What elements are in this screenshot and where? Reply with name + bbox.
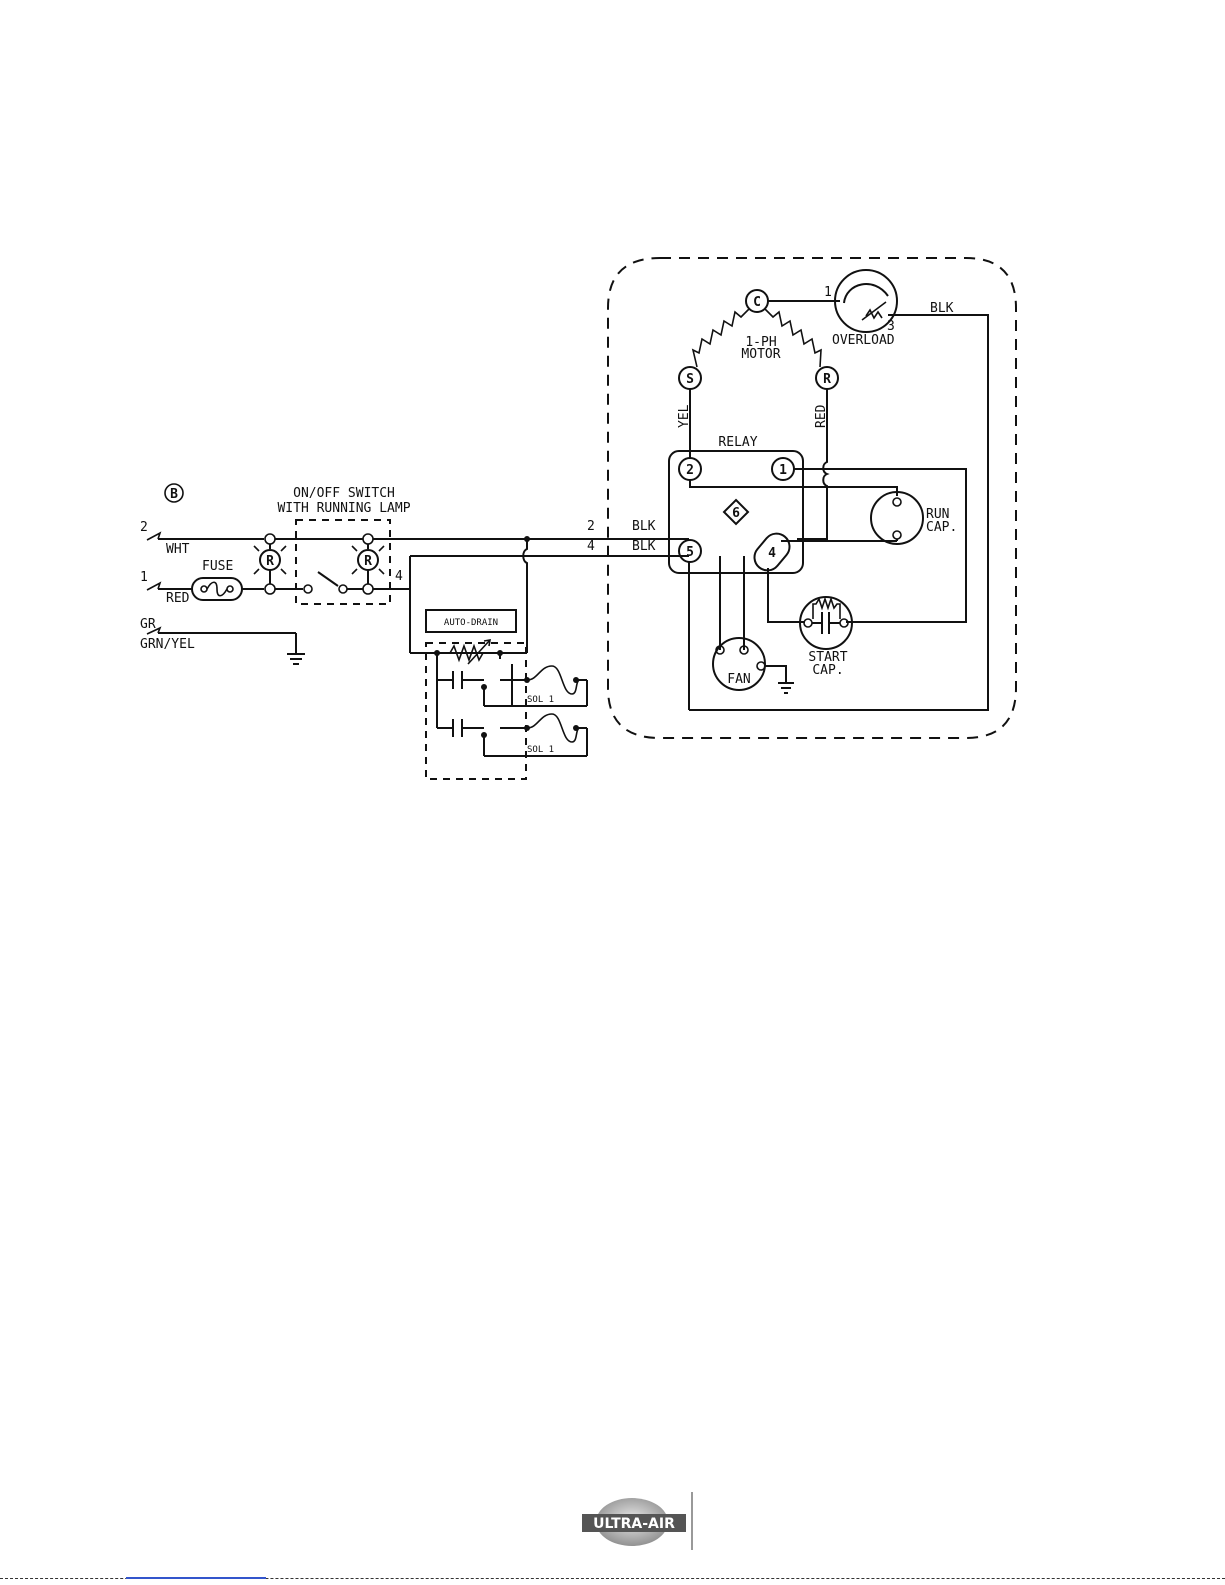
overload-terminal-3: 3 <box>887 319 895 334</box>
main-feed-wires: 2 BLK 4 BLK <box>373 519 689 653</box>
feed-wire-4-color: BLK <box>632 539 656 554</box>
relay-terminal-6: 6 <box>732 506 740 521</box>
running-lamp-right: R <box>352 534 384 594</box>
on-off-switch: ON/OFF SWITCH WITH RUNNING LAMP R R <box>254 486 411 604</box>
footer-link-underline[interactable] <box>126 1577 266 1579</box>
fan-ground-icon <box>778 683 794 693</box>
section-marker-label: B <box>170 487 178 502</box>
run-capacitor: RUN CAP. <box>871 492 957 544</box>
fan-motor: FAN <box>713 638 794 693</box>
fan-label: FAN <box>727 672 750 687</box>
motor-run-terminal: R <box>823 372 831 387</box>
ultra-air-logo: ULTRA-AIR <box>578 1492 694 1550</box>
yellow-wire-label: YEL <box>677 404 692 428</box>
overload-protector: 1 3 OVERLOAD BLK <box>689 270 988 710</box>
switch-label-line2: WITH RUNNING LAMP <box>277 501 410 516</box>
ground-connection: GR GRN/YEL <box>140 617 305 664</box>
lamp-right-label: R <box>364 554 372 569</box>
relay-terminal-1: 1 <box>779 463 787 478</box>
single-phase-motor: C S R 1-PH MOTOR <box>679 290 838 389</box>
feed-wire-2-number: 2 <box>587 519 595 534</box>
relay-label: RELAY <box>718 435 757 450</box>
lamp-left-label: R <box>266 554 274 569</box>
supply-wire-1-number: 1 <box>140 570 148 585</box>
motor-common-terminal: C <box>753 295 761 310</box>
supply-wire-1-color: RED <box>166 591 190 606</box>
start-capacitor-label-2: CAP. <box>812 663 843 678</box>
feed-wire-4-number: 4 <box>587 539 595 554</box>
fuse-label: FUSE <box>202 559 233 574</box>
auto-drain-label: AUTO-DRAIN <box>444 618 498 628</box>
switch-terminal-4: 4 <box>395 569 403 584</box>
solenoid-valve-2-label: SOL 1 <box>527 745 554 755</box>
overload-label: OVERLOAD <box>832 333 895 348</box>
feed-wire-2-color: BLK <box>632 519 656 534</box>
motor-start-terminal: S <box>686 372 694 387</box>
solenoid-valve-1: SOL 1 <box>484 664 587 706</box>
ground-label-2: GRN/YEL <box>140 637 195 652</box>
ground-label-1: GR <box>140 617 156 632</box>
red-wire-label: RED <box>814 404 829 428</box>
relay-terminal-2: 2 <box>686 463 694 478</box>
solenoid-valve-1-label: SOL 1 <box>527 695 554 705</box>
supply-wire-white: 2 WHT <box>140 520 264 557</box>
section-marker: B <box>165 484 183 502</box>
supply-wire-red: 1 RED <box>140 570 192 606</box>
overload-terminal-1: 1 <box>824 285 832 300</box>
logo-text: ULTRA-AIR <box>593 1516 675 1532</box>
run-capacitor-label-2: CAP. <box>926 520 957 535</box>
overload-wire-color: BLK <box>930 301 954 316</box>
fuse: FUSE <box>192 559 264 600</box>
supply-wire-2-number: 2 <box>140 520 148 535</box>
start-capacitor: START CAP. <box>800 597 852 678</box>
motor-label-line2: MOTOR <box>741 347 780 362</box>
solenoid-valve-2: SOL 1 <box>484 714 587 756</box>
supply-wire-2-color: WHT <box>166 542 190 557</box>
running-lamp-left: R <box>254 534 286 594</box>
relay-terminal-4: 4 <box>768 546 776 561</box>
relay-terminal-5: 5 <box>686 545 694 560</box>
auto-drain: AUTO-DRAIN <box>410 610 527 779</box>
ground-icon <box>287 654 305 664</box>
switch-label-line1: ON/OFF SWITCH <box>293 486 395 501</box>
